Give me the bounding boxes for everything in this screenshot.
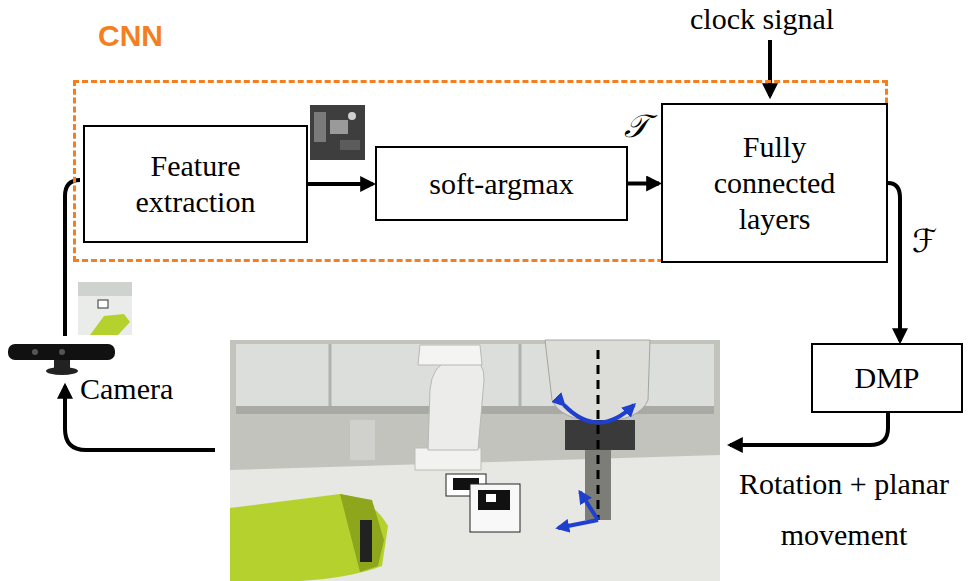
box-label: Fully connected layers bbox=[695, 129, 855, 237]
illustration-part bbox=[415, 448, 481, 470]
illustration-part bbox=[348, 112, 356, 120]
clock-arrow bbox=[768, 40, 772, 96]
camera-thumbnail bbox=[78, 282, 132, 335]
dmp-to-robot-arrow bbox=[730, 413, 888, 445]
connector-arrow bbox=[888, 183, 900, 341]
illustration-part bbox=[340, 140, 360, 150]
process-box: Feature extraction bbox=[83, 125, 308, 243]
connector-arrow bbox=[628, 182, 659, 186]
signal-symbol: ℱ bbox=[910, 225, 939, 257]
illustration-part bbox=[310, 105, 365, 160]
illustration-part bbox=[486, 494, 496, 502]
rotation-arc bbox=[564, 405, 634, 423]
illustration-part bbox=[8, 344, 115, 360]
illustration-part bbox=[230, 340, 720, 581]
illustration-part bbox=[330, 120, 348, 134]
illustration-part bbox=[340, 494, 384, 572]
illustration-part bbox=[478, 490, 510, 510]
group-title: CNN bbox=[98, 19, 163, 53]
illustration-part bbox=[230, 455, 720, 581]
box-label: DMP bbox=[854, 360, 919, 396]
box-label: soft-argmax bbox=[429, 166, 573, 202]
text-label: Camera bbox=[80, 371, 210, 407]
planar-axis-left bbox=[558, 520, 598, 528]
illustration-part bbox=[46, 367, 78, 375]
process-box: Fully connected layers bbox=[661, 103, 888, 263]
box-label: Feature extraction bbox=[106, 148, 286, 220]
feature-map-thumbnail bbox=[310, 105, 365, 160]
process-box: soft-argmax bbox=[375, 146, 628, 221]
process-box: DMP bbox=[811, 343, 963, 413]
illustration-part bbox=[350, 420, 375, 460]
signal-symbol: 𝒯 bbox=[622, 110, 651, 142]
illustration-part bbox=[59, 349, 65, 355]
illustration-part bbox=[418, 345, 482, 365]
kinect-camera bbox=[8, 344, 115, 375]
illustration-part bbox=[78, 282, 132, 296]
robot-photo bbox=[230, 340, 720, 581]
illustration-part bbox=[470, 484, 520, 532]
illustration-part bbox=[428, 358, 484, 450]
text-label: Rotation + planar movement bbox=[724, 458, 964, 560]
text-label: clock signal bbox=[690, 1, 890, 37]
illustration-part bbox=[565, 420, 635, 450]
illustration-part bbox=[98, 300, 108, 308]
illustration-part bbox=[360, 520, 372, 562]
illustration-part bbox=[314, 112, 326, 142]
illustration-part bbox=[32, 349, 38, 355]
planar-axis-up bbox=[580, 492, 598, 520]
illustration-part bbox=[78, 282, 132, 335]
connector-arrow bbox=[308, 182, 373, 186]
illustration-part bbox=[519, 344, 522, 406]
cnn-group: CNNFeature extractionsoft-argmaxFully co… bbox=[73, 80, 888, 262]
illustration-part bbox=[230, 494, 388, 581]
illustration-part bbox=[329, 344, 332, 406]
illustration-part bbox=[90, 314, 130, 335]
rotation-axis bbox=[597, 350, 600, 520]
